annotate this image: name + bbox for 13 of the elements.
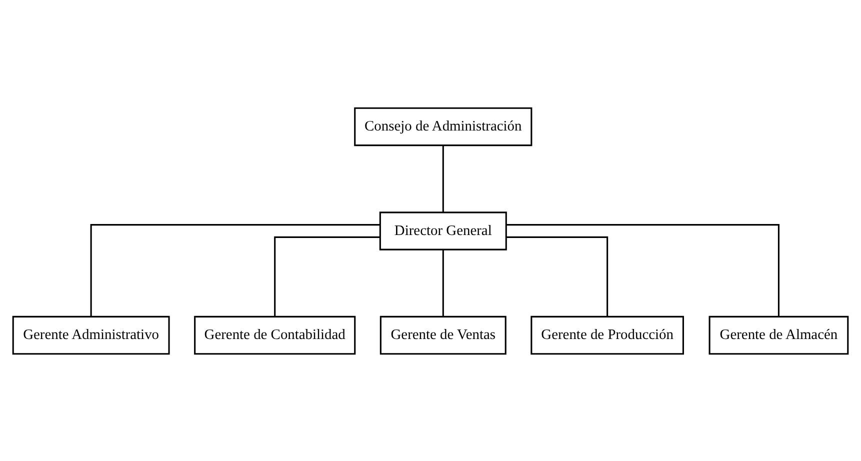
node-box: Gerente de Contabilidad: [194, 315, 356, 354]
connector: [506, 236, 608, 316]
connector: [90, 224, 380, 316]
node-box: Gerente de Almacén: [708, 315, 849, 354]
connector: [442, 249, 444, 316]
node-box: Gerente de Producción: [530, 315, 684, 354]
node-box: Consejo de Administración: [354, 106, 532, 146]
connector: [442, 144, 444, 212]
node-box: Director General: [379, 211, 507, 250]
connector: [506, 224, 780, 316]
node-box: Gerente de Ventas: [380, 315, 506, 354]
node-box: Gerente Administrativo: [12, 315, 170, 354]
connector: [274, 236, 380, 316]
